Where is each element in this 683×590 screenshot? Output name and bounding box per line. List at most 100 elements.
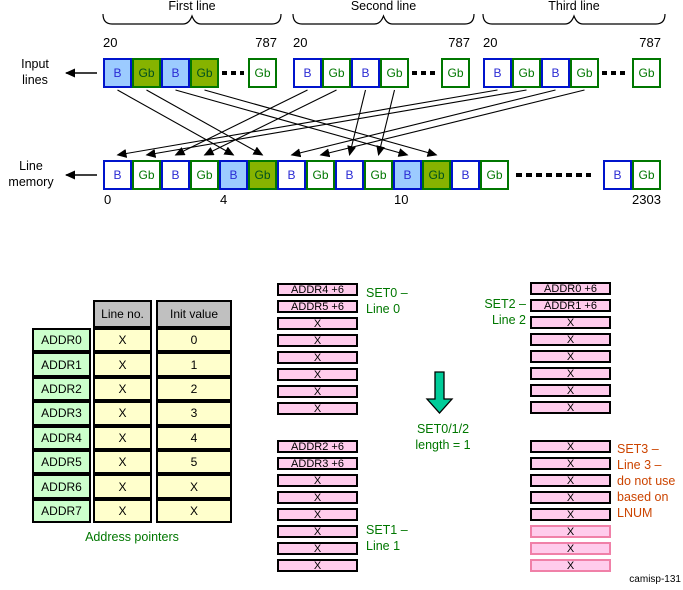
memory-cell-gb: Gb (632, 160, 661, 190)
table-header-init-value: Init value (156, 300, 232, 328)
addr-label-cell: ADDR0 (32, 328, 91, 353)
group-title: Second line (350, 0, 417, 13)
memory-end-label: 2303 (632, 192, 661, 207)
memory-cell-b: B (161, 160, 190, 190)
set-cell: X (530, 384, 611, 397)
set-cell: X (530, 559, 611, 572)
init-value-cell: 5 (156, 450, 232, 475)
mapping-arrow (347, 89, 367, 156)
set-cell: ADDR5 +6 (277, 300, 358, 313)
set-cell: X (530, 508, 611, 521)
set-label-line: SET1 – (366, 523, 408, 537)
init-value-cell: X (156, 474, 232, 499)
set-cell: ADDR2 +6 (277, 440, 358, 453)
brace (292, 13, 475, 25)
addr-label-cell: ADDR2 (32, 376, 91, 402)
input-lines-label: Input lines (21, 57, 49, 87)
input-cell-b: B (103, 58, 132, 88)
set-label-line: Line 0 (366, 302, 401, 316)
addr-label-cell: ADDR4 (32, 425, 91, 450)
set-cell: X (530, 440, 611, 453)
set-cell: ADDR0 +6 (530, 282, 611, 295)
set-cell: X (277, 559, 358, 572)
set-label: SET1 – Line 1 (366, 522, 456, 554)
range-start-label: 20 (483, 35, 498, 50)
input-cell-gb: Gb (632, 58, 661, 88)
line-no-cell: X (93, 401, 152, 426)
brace (482, 13, 666, 25)
addr-label-cell: ADDR7 (32, 498, 91, 524)
set-cell: X (277, 474, 358, 487)
range-end-label: 787 (639, 35, 661, 50)
set-label-line: Line 1 (366, 539, 401, 553)
input-cell-gb: Gb (380, 58, 409, 88)
flow-down-arrow (425, 371, 454, 414)
set-label-line: LNUM (617, 506, 653, 520)
address-pointers-caption: Address pointers (85, 530, 179, 544)
set-cell: X (530, 525, 611, 538)
memory-cell-gb: Gb (190, 160, 219, 190)
line-no-cell: X (93, 450, 152, 475)
set-cell: X (277, 317, 358, 330)
mapping-arrow (174, 89, 308, 156)
set-cell: X (277, 368, 358, 381)
set-cell: X (277, 334, 358, 347)
mapping-arrow (145, 89, 527, 158)
init-value-cell: 2 (156, 376, 232, 402)
flow-label-line: length = 1 (415, 438, 471, 452)
set-label-line: SET2 – (484, 297, 526, 311)
group-title: Third line (548, 0, 600, 13)
range-start-label: 20 (103, 35, 118, 50)
input-cell-gb: Gb (512, 58, 541, 88)
set-cell: ADDR3 +6 (277, 457, 358, 470)
memory-cell-gb: Gb (480, 160, 509, 190)
memory-cell-b: B (277, 160, 306, 190)
set-cell: X (530, 401, 611, 414)
set-cell: ADDR4 +6 (277, 283, 358, 296)
flow-label-line: SET0/1/2 (416, 422, 470, 436)
set-cell: X (277, 525, 358, 538)
input-cell-gb: Gb (570, 58, 599, 88)
set-label-line: Line 2 (491, 313, 526, 327)
memory-cell-b: B (335, 160, 364, 190)
line-no-cell: X (93, 498, 152, 524)
group-title: First line (168, 0, 216, 13)
line-no-cell: X (93, 352, 152, 377)
set-cell: X (277, 385, 358, 398)
set-cell: X (277, 402, 358, 415)
memory-index-label: 10 (394, 192, 409, 207)
memory-cell-gb: Gb (422, 160, 451, 190)
set-cell: X (277, 542, 358, 555)
memory-cell-b: B (393, 160, 422, 190)
memory-cell-gb: Gb (132, 160, 161, 190)
mapping-arrow (203, 89, 337, 156)
range-start-label: 20 (293, 35, 308, 50)
set-cell: X (530, 542, 611, 555)
set-cell: X (530, 316, 611, 329)
input-cell-b: B (161, 58, 190, 88)
input-cell-b: B (293, 58, 322, 88)
set-label: SET0 –Line 0 (366, 285, 456, 317)
mapping-arrow (204, 89, 438, 157)
memory-cell-b: B (219, 160, 248, 190)
line-memory-label: Line memory (8, 159, 54, 189)
memory-cell-gb: Gb (248, 160, 277, 190)
set-cell: X (530, 474, 611, 487)
mapping-arrow (117, 89, 235, 156)
memory-index-label: 0 (104, 192, 112, 207)
addr-label-cell: ADDR6 (32, 474, 91, 499)
line-no-cell: X (93, 474, 152, 499)
input-cell-gb: Gb (248, 58, 277, 88)
set-cell: X (277, 351, 358, 364)
range-end-label: 787 (448, 35, 470, 50)
line-no-cell: X (93, 376, 152, 402)
set-cell: X (277, 491, 358, 504)
input-cell-b: B (541, 58, 570, 88)
mapping-arrow (376, 89, 396, 156)
mapping-arrow (146, 89, 264, 156)
input-cell-gb: Gb (441, 58, 470, 88)
input-cell-gb: Gb (132, 58, 161, 88)
